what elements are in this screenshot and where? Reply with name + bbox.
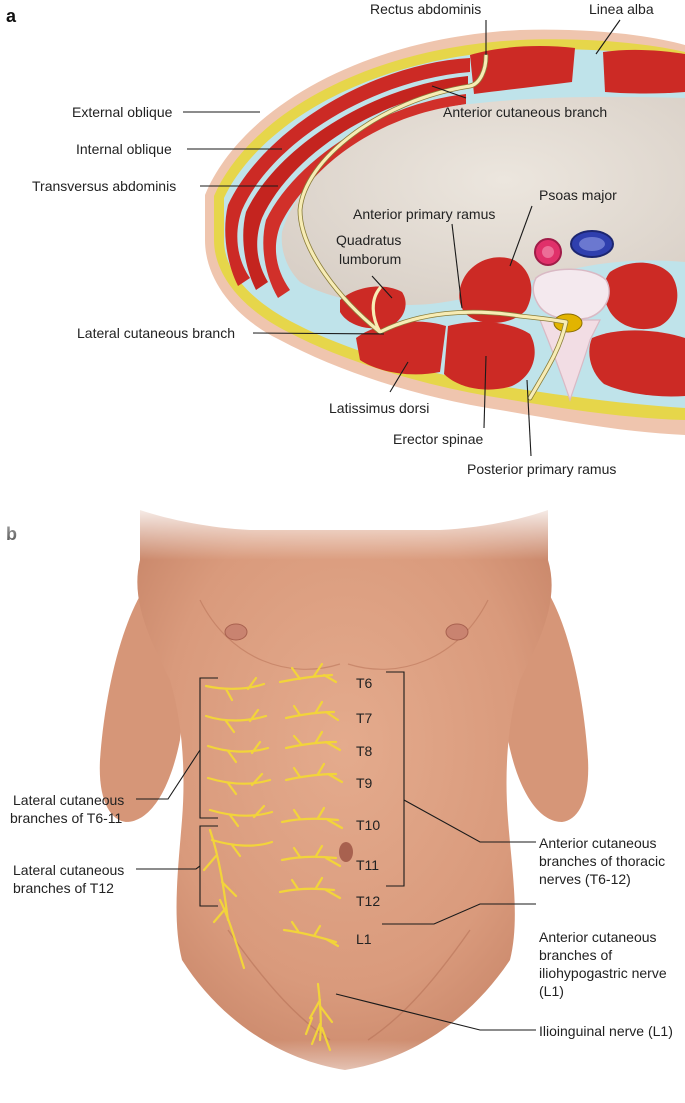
panel-a: a bbox=[6, 1, 685, 477]
label-lat-t12-line2: branches of T12 bbox=[13, 880, 114, 896]
label-ant-ilio-line1: Anterior cutaneous bbox=[539, 929, 657, 945]
label-ilioinguinal: Ilioinguinal nerve (L1) bbox=[539, 1023, 673, 1039]
label-posterior-primary-ramus: Posterior primary ramus bbox=[467, 461, 616, 477]
label-lateral-cutaneous-branch: Lateral cutaneous branch bbox=[77, 325, 235, 341]
ant-nerve-t9 bbox=[284, 762, 344, 784]
inguinal-contour-left bbox=[367, 929, 471, 1041]
label-quadratus-lumborum-1: Quadratus bbox=[336, 232, 401, 248]
label-ant-ilio-line4: (L1) bbox=[539, 983, 564, 999]
leader-lines-a bbox=[183, 19, 621, 457]
labels-b: Lateral cutaneous branches of T6-11 Late… bbox=[10, 792, 673, 1039]
erector-spinae-muscle bbox=[444, 321, 535, 390]
label-ant-ilio-line2: branches of bbox=[539, 947, 612, 963]
rectus-abdominis-contralateral bbox=[603, 49, 685, 94]
dermatome-label: T7 bbox=[356, 710, 373, 726]
label-lat-t6-11-line1: Lateral cutaneous bbox=[13, 792, 124, 808]
dermatome-labels: T6 T7 T8 T9 T10 T11 T12 L1 bbox=[356, 675, 380, 947]
label-ant-thoracic-line2: branches of thoracic bbox=[539, 853, 665, 869]
external-oblique-muscle bbox=[225, 58, 470, 286]
label-erector-spinae: Erector spinae bbox=[393, 431, 483, 447]
dermatome-label: T8 bbox=[356, 743, 373, 759]
ilioinguinal-nerve-trunk bbox=[304, 982, 334, 1052]
label-quadratus-lumborum-2: lumborum bbox=[339, 251, 401, 267]
label-rectus-abdominis: Rectus abdominis bbox=[370, 1, 481, 17]
pectoral-contour-right bbox=[199, 599, 341, 670]
aorta-lumen bbox=[542, 246, 554, 258]
transversus-abdominis-muscle bbox=[263, 94, 466, 298]
anterior-cutaneous-nerves bbox=[278, 662, 344, 948]
lat-nerve-t7 bbox=[204, 708, 268, 734]
dermatome-label: T12 bbox=[356, 893, 380, 909]
label-external-oblique: External oblique bbox=[72, 104, 173, 120]
bracket-ant-thoracic bbox=[386, 671, 405, 887]
label-anterior-cutaneous-branch: Anterior cutaneous branch bbox=[443, 104, 607, 120]
lat-nerve-t12 bbox=[202, 828, 246, 970]
lateral-cutaneous-nerves bbox=[202, 676, 274, 970]
bracket-lat-t6-11 bbox=[199, 677, 218, 819]
ant-nerve-t7 bbox=[284, 700, 340, 722]
lat-nerve-t10 bbox=[208, 804, 274, 828]
panel-b: b bbox=[0, 500, 685, 1103]
label-lat-t6-11-line2: branches of T6-11 bbox=[10, 810, 123, 826]
panel-a-letter: a bbox=[6, 6, 17, 26]
label-transversus-abdominis: Transversus abdominis bbox=[32, 178, 176, 194]
label-latissimus-dorsi: Latissimus dorsi bbox=[329, 400, 429, 416]
ant-nerve-t11 bbox=[280, 844, 342, 868]
labels-a: Rectus abdominis Linea alba External obl… bbox=[32, 1, 654, 477]
lat-nerve-t11 bbox=[210, 838, 274, 858]
ilioinguinal-nerve bbox=[304, 982, 334, 1052]
intercostal-nerve bbox=[298, 54, 568, 400]
label-anterior-primary-ramus: Anterior primary ramus bbox=[353, 206, 495, 222]
label-ant-thoracic-line3: nerves (T6-12) bbox=[539, 871, 631, 887]
ant-nerve-t10 bbox=[280, 806, 344, 830]
torso bbox=[137, 510, 552, 1070]
vertebral-body bbox=[532, 268, 610, 321]
label-psoas-major: Psoas major bbox=[539, 187, 617, 203]
dermatome-label: T9 bbox=[356, 775, 373, 791]
torso-illustration bbox=[0, 500, 685, 1103]
latissimus-dorsi-muscle bbox=[356, 321, 446, 375]
ant-nerve-t6 bbox=[278, 662, 338, 684]
internal-oblique-muscle bbox=[243, 76, 468, 290]
left-nipple bbox=[445, 623, 469, 641]
umbilicus bbox=[339, 842, 353, 862]
label-ant-ilio-line3: iliohypogastric nerve bbox=[539, 965, 667, 981]
dermatome-label: T6 bbox=[356, 675, 373, 691]
dermatome-label: T10 bbox=[356, 817, 380, 833]
label-ant-thoracic-line1: Anterior cutaneous bbox=[539, 835, 657, 851]
pectoral-contour-left bbox=[347, 599, 489, 670]
leader-lines-b bbox=[136, 749, 536, 1031]
ant-nerve-t8 bbox=[284, 730, 342, 752]
label-internal-oblique: Internal oblique bbox=[76, 141, 172, 157]
lat-nerve-t8 bbox=[206, 740, 270, 764]
right-nipple bbox=[224, 623, 248, 641]
dermatome-label: T11 bbox=[356, 857, 379, 873]
lat-nerve-t9 bbox=[206, 772, 272, 796]
ant-nerve-t12 bbox=[278, 876, 342, 900]
psoas-major-contralateral bbox=[603, 262, 678, 330]
lat-nerve-t6 bbox=[204, 676, 266, 702]
label-linea-alba: Linea alba bbox=[589, 1, 654, 17]
ant-nerve-l1 bbox=[282, 920, 340, 948]
lateral-cutaneous-nerve bbox=[371, 286, 382, 334]
dermatome-label: L1 bbox=[356, 931, 372, 947]
erector-spinae-contralateral bbox=[589, 330, 685, 397]
label-lat-t12-line1: Lateral cutaneous bbox=[13, 862, 124, 878]
psoas-major-muscle bbox=[459, 257, 532, 324]
rectus-abdominis-muscle bbox=[470, 46, 575, 94]
ivc-lumen bbox=[579, 237, 605, 251]
